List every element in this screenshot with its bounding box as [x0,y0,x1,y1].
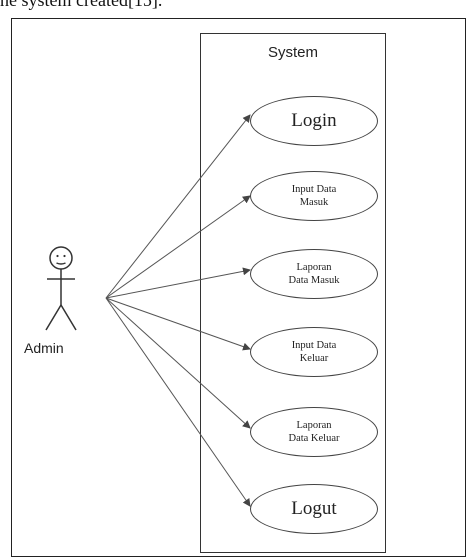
usecase-login: Login [250,96,378,146]
usecase-laporan-data-keluar: Laporan Data Keluar [250,407,378,457]
association-line-input-data-keluar [105,297,251,351]
association-line-logut [105,297,251,507]
caption-text: he system created[15]. [0,0,163,10]
association-line-login [105,114,251,299]
usecase-label: Logut [291,498,337,520]
system-title: System [267,44,318,61]
usecase-label: Laporan Data Keluar [288,419,340,444]
usecase-logut: Logut [250,484,378,534]
usecase-label: Input Data Keluar [291,339,337,364]
system-boundary: System [200,33,386,553]
association-line-laporan-data-masuk [105,267,251,299]
usecase-label: Input Data Masuk [291,183,337,208]
usecase-label: Laporan Data Masuk [288,261,340,286]
usecase-input-data-keluar: Input Data Keluar [250,327,378,377]
usecase-laporan-data-masuk: Laporan Data Masuk [250,249,378,299]
actor-label: Admin [24,340,64,356]
association-line-input-data-masuk [105,195,251,299]
usecase-label: Login [291,110,337,132]
figure-frame [11,18,466,557]
association-line-laporan-data-keluar [105,297,251,429]
usecase-input-data-masuk: Input Data Masuk [250,171,378,221]
stick-figure-icon [45,246,77,331]
